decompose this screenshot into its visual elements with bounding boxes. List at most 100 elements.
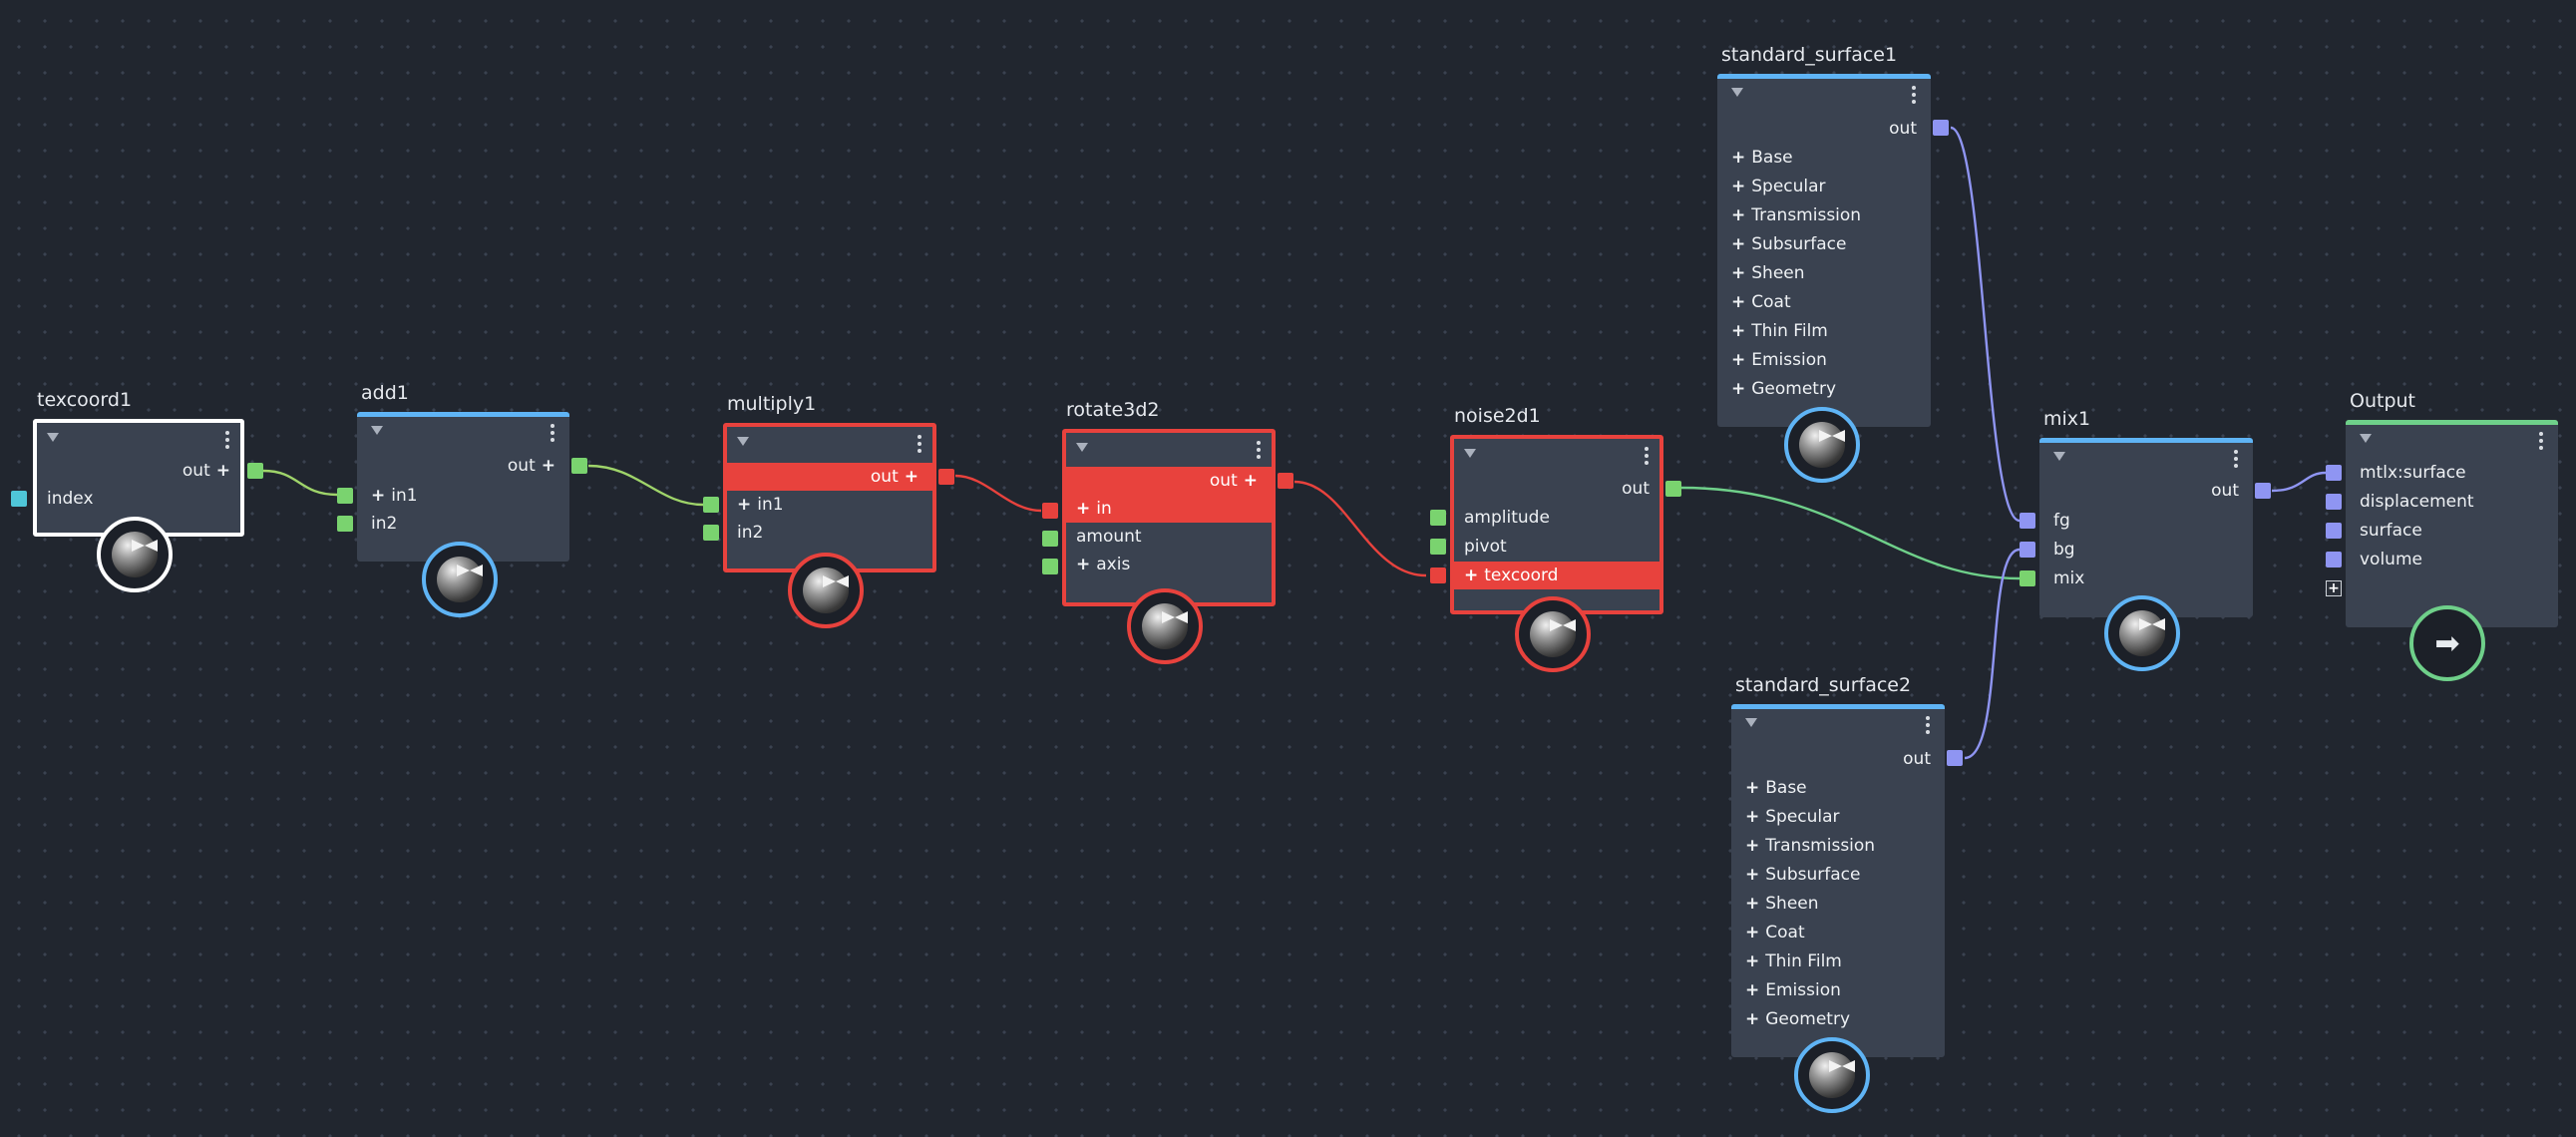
parameter-group-base[interactable]: +Base: [1745, 778, 1807, 798]
input-port-row: +in: [1066, 495, 1272, 523]
output-port[interactable]: [1933, 120, 1949, 136]
node-output[interactable]: Output mtlx:surface displacement surface…: [2326, 390, 2558, 681]
node-noise2d1[interactable]: noise2d1 out amplitude pivot +texcoord: [1430, 405, 1681, 672]
parameter-group-sheen[interactable]: +Sheen: [1745, 894, 1819, 914]
output-port-row: out: [1889, 119, 1917, 139]
node-body[interactable]: [723, 423, 936, 572]
material-preview-ball-icon[interactable]: [1515, 596, 1591, 672]
input-port[interactable]: [1042, 531, 1058, 547]
node-title: standard_surface1: [1721, 44, 1898, 66]
parameter-group-coat[interactable]: +Coat: [1731, 292, 1791, 312]
parameter-group-emission[interactable]: +Emission: [1745, 980, 1841, 1000]
parameter-group-thin-film[interactable]: +Thin Film: [1745, 951, 1842, 971]
node-title: Output: [2350, 390, 2415, 412]
node-standard-surface1[interactable]: standard_surface1 out +Base +Specular +T…: [1717, 44, 1949, 483]
node-multiply1[interactable]: multiply1 out+ +in1 in2: [703, 393, 954, 628]
input-port[interactable]: [703, 525, 719, 541]
input-port[interactable]: [2326, 494, 2342, 510]
material-preview-ball-icon[interactable]: [1127, 588, 1203, 664]
parameter-group-specular[interactable]: +Specular: [1731, 177, 1826, 196]
input-port-row: amplitude: [1464, 508, 1550, 528]
input-port[interactable]: [1042, 559, 1058, 574]
input-port[interactable]: [2326, 465, 2342, 481]
add-port-icon[interactable]: +: [2326, 580, 2342, 596]
input-port[interactable]: [337, 516, 353, 532]
wire-add1-multiply1: [587, 464, 704, 507]
material-preview-ball-icon[interactable]: [1794, 1037, 1870, 1113]
parameter-group-subsurface[interactable]: +Subsurface: [1731, 234, 1847, 254]
node-body[interactable]: [357, 412, 569, 562]
parameter-group-coat[interactable]: +Coat: [1745, 923, 1805, 943]
triangle-down-icon[interactable]: [737, 437, 749, 446]
output-port[interactable]: [571, 458, 587, 474]
output-port-row: out: [1903, 749, 1931, 769]
node-texcoord1[interactable]: texcoord1 out+ index: [11, 389, 263, 592]
output-port[interactable]: [938, 469, 954, 485]
input-port[interactable]: [1430, 539, 1446, 555]
triangle-down-icon[interactable]: [1745, 718, 1757, 727]
output-port[interactable]: [1947, 750, 1963, 766]
material-preview-ball-icon[interactable]: [2104, 595, 2180, 671]
triangle-down-icon[interactable]: [371, 426, 383, 435]
triangle-down-icon[interactable]: [1464, 449, 1476, 458]
kebab-menu-icon[interactable]: [2538, 430, 2544, 452]
kebab-menu-icon[interactable]: [550, 422, 555, 444]
input-port-row: +texcoord: [1454, 562, 1659, 589]
parameter-group-geometry[interactable]: +Geometry: [1731, 379, 1837, 399]
arrow-right-icon[interactable]: ➡: [2409, 605, 2485, 681]
node-body[interactable]: [1731, 704, 1945, 1057]
output-port[interactable]: [1278, 473, 1293, 489]
material-preview-ball-icon[interactable]: [788, 553, 864, 628]
input-port[interactable]: [1430, 510, 1446, 526]
node-title: texcoord1: [37, 389, 133, 411]
node-add1[interactable]: add1 out+ +in1 in2: [337, 382, 587, 617]
node-standard-surface2[interactable]: standard_surface2 out +Base +Specular +T…: [1731, 674, 1963, 1113]
kebab-menu-icon[interactable]: [1925, 714, 1931, 736]
input-port[interactable]: [337, 488, 353, 504]
wire-multiply1-rotate3d2: [954, 474, 1042, 513]
kebab-menu-icon[interactable]: [1256, 439, 1262, 461]
input-port[interactable]: [1430, 568, 1446, 583]
input-port[interactable]: [2020, 542, 2035, 558]
parameter-group-specular[interactable]: +Specular: [1745, 807, 1840, 827]
output-port-row: out+: [727, 463, 932, 491]
node-mix1[interactable]: mix1 out fg bg mix: [2020, 408, 2271, 671]
kebab-menu-icon[interactable]: [224, 429, 230, 451]
parameter-group-thin-film[interactable]: +Thin Film: [1731, 321, 1828, 341]
material-preview-ball-icon[interactable]: [1784, 407, 1860, 483]
node-body[interactable]: [2039, 438, 2253, 617]
output-port-row: out+: [182, 461, 230, 481]
parameter-group-transmission[interactable]: +Transmission: [1731, 205, 1862, 225]
triangle-down-icon[interactable]: [1731, 88, 1743, 97]
triangle-down-icon[interactable]: [47, 433, 59, 442]
output-port[interactable]: [247, 463, 263, 479]
input-port[interactable]: [2020, 513, 2035, 529]
material-preview-ball-icon[interactable]: [97, 517, 173, 592]
input-port[interactable]: [2326, 523, 2342, 539]
parameter-group-transmission[interactable]: +Transmission: [1745, 836, 1876, 856]
input-port-row: fg: [2053, 511, 2070, 531]
kebab-menu-icon[interactable]: [1911, 84, 1917, 106]
node-rotate3d2[interactable]: rotate3d2 out+ +in amount +axis: [1042, 399, 1293, 664]
kebab-menu-icon[interactable]: [1644, 445, 1650, 467]
parameter-group-emission[interactable]: +Emission: [1731, 350, 1827, 370]
input-port[interactable]: [11, 491, 27, 507]
output-port[interactable]: [2255, 483, 2271, 499]
input-port[interactable]: [1042, 503, 1058, 519]
input-port[interactable]: [2020, 570, 2035, 586]
node-body[interactable]: [2346, 420, 2558, 627]
parameter-group-subsurface[interactable]: +Subsurface: [1745, 865, 1861, 885]
kebab-menu-icon[interactable]: [2233, 448, 2239, 470]
input-port[interactable]: [2326, 552, 2342, 568]
triangle-down-icon[interactable]: [2360, 434, 2372, 443]
parameter-group-sheen[interactable]: +Sheen: [1731, 263, 1805, 283]
output-port[interactable]: [1665, 481, 1681, 497]
parameter-group-base[interactable]: +Base: [1731, 148, 1793, 168]
material-preview-ball-icon[interactable]: [422, 542, 498, 617]
input-port[interactable]: [703, 497, 719, 513]
node-body[interactable]: [1717, 74, 1931, 427]
kebab-menu-icon[interactable]: [917, 433, 922, 455]
triangle-down-icon[interactable]: [1076, 443, 1088, 452]
parameter-group-geometry[interactable]: +Geometry: [1745, 1009, 1851, 1029]
triangle-down-icon[interactable]: [2053, 452, 2065, 461]
